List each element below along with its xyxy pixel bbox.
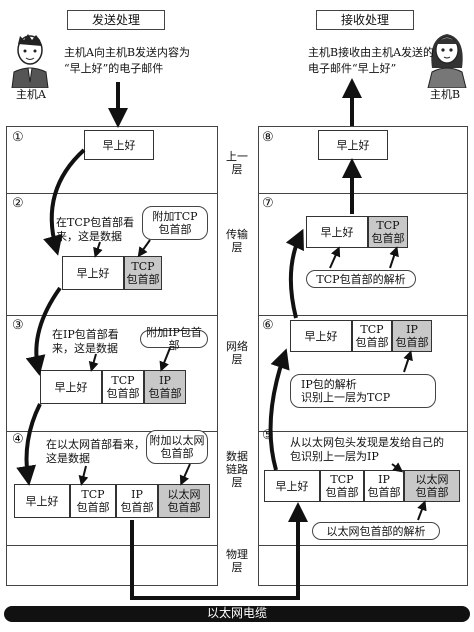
layer-transport: 传输层 — [226, 228, 248, 254]
host-a-caption-line1: 主机A向主机B发送内容为 — [64, 46, 191, 59]
step-number: ⑧ — [262, 130, 274, 145]
eth-parse-note: 以太网包首部的解析 — [312, 522, 440, 540]
layer-datalink: 数据链路层 — [226, 450, 248, 489]
layer-physical: 物理层 — [226, 548, 248, 574]
send-process-header: 发送处理 — [67, 10, 165, 30]
host-a-avatar-icon — [11, 34, 49, 88]
layer-network: 网络层 — [226, 340, 248, 366]
receive-divider — [259, 431, 467, 432]
data-box: 早上好 — [318, 130, 388, 160]
eth-view-note: 在以太网首部看来，这是数据 — [46, 438, 145, 465]
step-number: ⑦ — [262, 196, 274, 211]
receive-divider — [259, 193, 467, 194]
layer-application: 上一层 — [226, 150, 248, 176]
data-box: 早上好 — [264, 470, 320, 502]
receive-divider — [259, 545, 467, 546]
data-box: 早上好 — [306, 216, 368, 248]
tcp-parse-note: TCP包首部的解析 — [306, 270, 416, 288]
step-number: ① — [12, 130, 24, 145]
data-box: 早上好 — [84, 130, 154, 160]
receive-process-header: 接收处理 — [316, 10, 414, 30]
send-divider — [7, 315, 217, 316]
ethernet-cable: 以太网电缆 — [4, 606, 470, 622]
data-box: 早上好 — [62, 256, 124, 290]
send-divider — [7, 545, 217, 546]
data-box: 早上好 — [290, 320, 352, 352]
tcp-view-note: 在TCP包首部看来，这是数据 — [56, 216, 135, 243]
ip-view-note: 在IP包首部看来，这是数据 — [52, 328, 119, 355]
add-ip-header-note: 附加IP包首部 — [140, 326, 208, 352]
host-b-caption-line2: 电子邮件“早上好” — [308, 62, 397, 75]
host-a-caption-line2: “早上好”的电子邮件 — [64, 62, 164, 75]
data-box: 早上好 — [14, 484, 70, 518]
receive-panel — [258, 126, 468, 586]
step-number: ⑤ — [262, 428, 274, 443]
eth-header-box: 以太网包首部 — [158, 484, 210, 518]
add-eth-header-note: 附加以太网包首部 — [146, 430, 208, 464]
step-number: ④ — [12, 432, 24, 447]
receive-divider — [259, 315, 467, 316]
data-box: 早上好 — [40, 370, 102, 404]
host-b-caption-line1: 主机B接收由主机A发送的 — [308, 46, 435, 59]
eth-detect-note: 从以太网包头发现是发给自己的包识别上一层为IP — [290, 436, 444, 463]
step-number: ② — [12, 196, 24, 211]
host-a-label: 主机A — [16, 88, 46, 101]
step-number: ③ — [12, 318, 24, 333]
send-divider — [7, 431, 217, 432]
ip-parse-note: IP包的解析识别上一层为TCP — [290, 374, 436, 408]
eth-header-box: 以太网包首部 — [404, 470, 460, 502]
send-divider — [7, 193, 217, 194]
step-number: ⑥ — [262, 318, 274, 333]
host-b-avatar-icon — [427, 34, 467, 88]
host-b-label: 主机B — [430, 88, 461, 101]
